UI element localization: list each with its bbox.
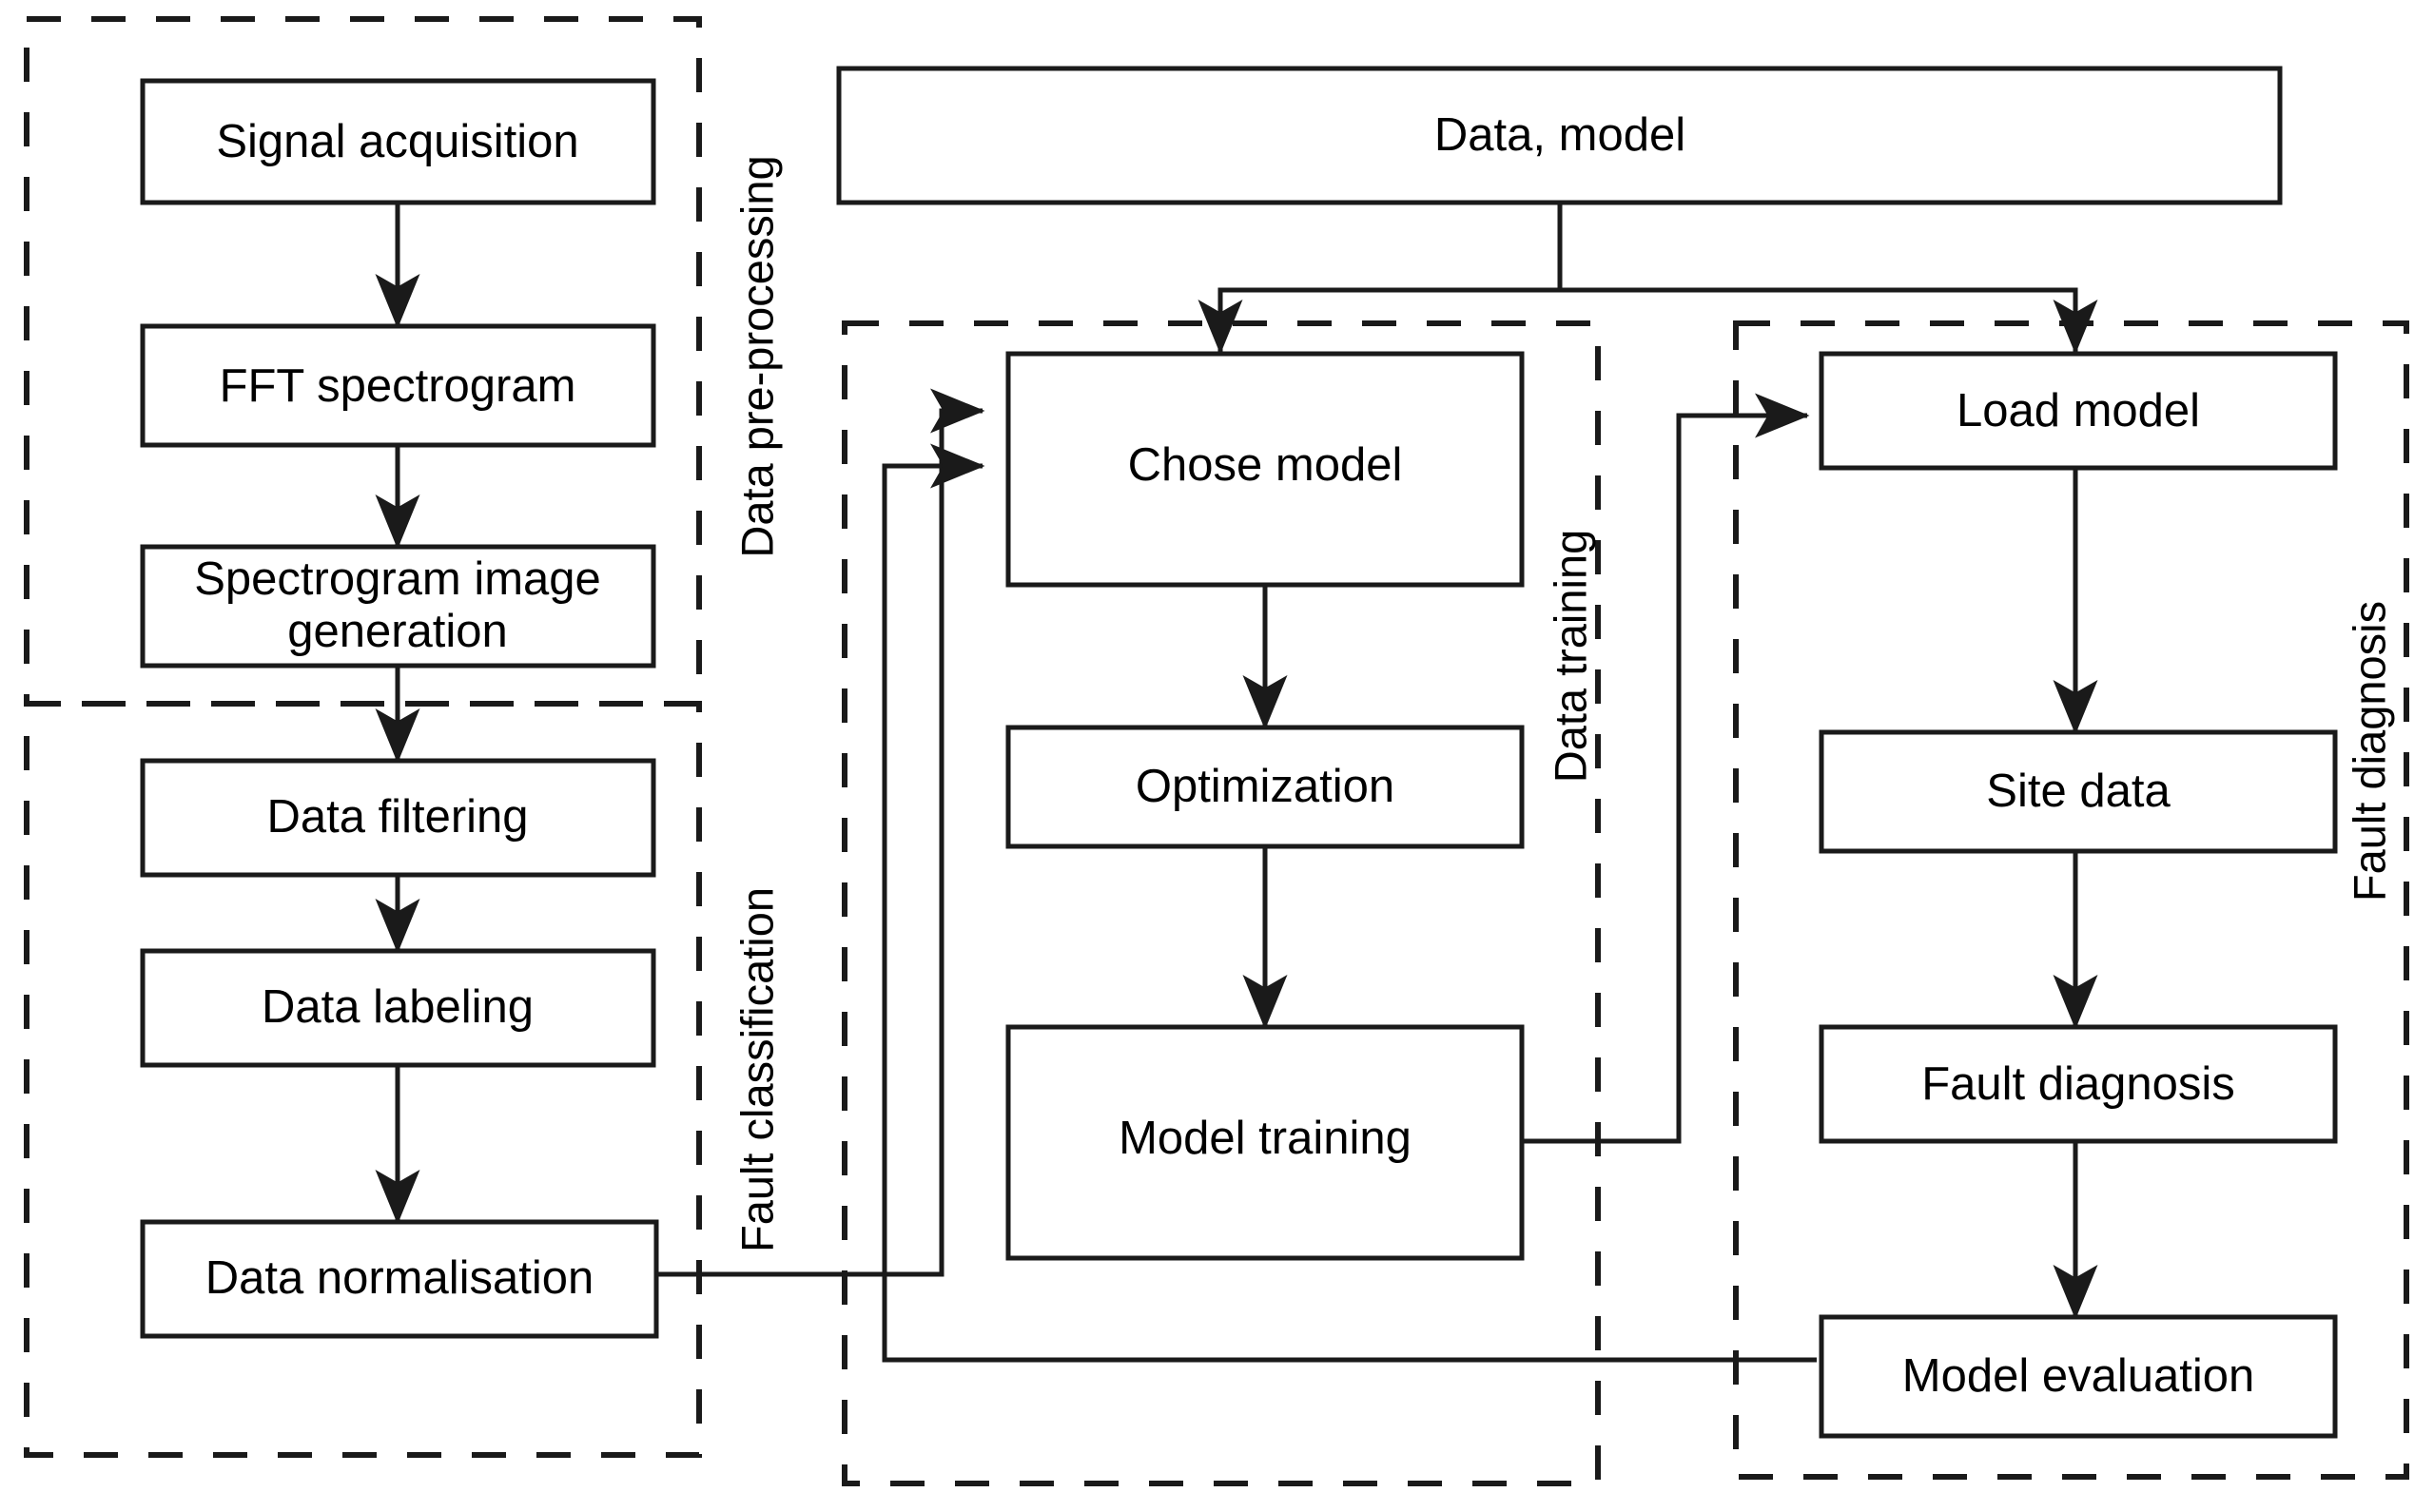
edge-model-training-to-load-model	[1517, 393, 1810, 1144]
node-data-labeling[interactable]: Data labeling	[140, 948, 656, 1068]
node-model-training[interactable]: Model training	[1005, 1024, 1525, 1261]
node-label-chose-model: Chose model	[1128, 439, 1403, 491]
node-box[interactable]	[140, 544, 656, 669]
node-label-spectrogram-image-line2: generation	[287, 606, 508, 657]
node-data-model[interactable]: Data, model	[836, 66, 2283, 205]
node-box[interactable]	[140, 758, 656, 878]
node-box[interactable]	[1819, 729, 2338, 854]
node-label-data-normalisation: Data normalisation	[205, 1252, 594, 1304]
node-site-data[interactable]: Site data	[1819, 729, 2338, 854]
node-label-model-evaluation: Model evaluation	[1902, 1350, 2254, 1402]
edge-normalisation-to-chose-model	[656, 388, 985, 1277]
node-label-model-training: Model training	[1119, 1113, 1412, 1164]
node-box[interactable]	[1005, 725, 1525, 849]
node-box[interactable]	[1005, 1024, 1525, 1261]
group-label-data-pre-processing: Data pre-processing	[731, 155, 782, 557]
group-label-text: Fault diagnosis	[2344, 601, 2394, 901]
node-data-filtering[interactable]: Data filtering	[140, 758, 656, 878]
node-box[interactable]	[140, 323, 656, 448]
edge-data-model-to-chose-model	[1198, 203, 1563, 355]
node-box[interactable]	[140, 948, 656, 1068]
node-load-model[interactable]: Load model	[1819, 351, 2338, 471]
group-data-training	[842, 320, 1601, 1486]
node-box[interactable]	[140, 1219, 659, 1339]
node-label-load-model: Load model	[1957, 385, 2200, 436]
node-spectrogram-image-generation[interactable]: Spectrogram image generation	[140, 544, 656, 669]
node-label-fft-spectrogram: FFT spectrogram	[220, 360, 576, 412]
node-box[interactable]	[140, 78, 656, 205]
group-label-fault-classification: Fault classification	[731, 887, 782, 1252]
node-model-evaluation[interactable]: Model evaluation	[1819, 1314, 2338, 1439]
node-box[interactable]	[1819, 1314, 2338, 1439]
node-label-fault-diagnosis: Fault diagnosis	[1921, 1058, 2235, 1110]
group-label-data-training: Data training	[1545, 530, 1595, 784]
node-signal-acquisition[interactable]: Signal acquisition	[140, 78, 656, 205]
node-label-signal-acquisition: Signal acquisition	[216, 116, 578, 167]
node-box[interactable]	[1819, 351, 2338, 471]
group-label-fault-diagnosis: Fault diagnosis	[2344, 601, 2394, 901]
node-label-site-data: Site data	[1986, 766, 2171, 817]
node-data-normalisation[interactable]: Data normalisation	[140, 1219, 659, 1339]
node-box[interactable]	[1005, 351, 1525, 588]
group-label-text: Fault classification	[731, 887, 782, 1252]
node-box[interactable]	[836, 66, 2283, 205]
node-box[interactable]	[1819, 1024, 2338, 1144]
group-label-text: Data pre-processing	[731, 155, 782, 557]
node-fft-spectrogram[interactable]: FFT spectrogram	[140, 323, 656, 448]
edge-model-evaluation-to-chose-model	[882, 443, 1817, 1363]
node-fault-diagnosis[interactable]: Fault diagnosis	[1819, 1024, 2338, 1144]
node-label-data-model: Data, model	[1434, 109, 1685, 161]
group-fault-classification	[24, 701, 702, 1458]
group-fault-diagnosis	[1733, 320, 2409, 1480]
node-chose-model[interactable]: Chose model	[1005, 351, 1525, 588]
node-label-optimization: Optimization	[1136, 761, 1394, 812]
edge-data-model-to-load-model	[1560, 287, 2098, 355]
node-label-spectrogram-image-line1: Spectrogram image	[194, 553, 601, 605]
node-label-data-filtering: Data filtering	[266, 791, 528, 843]
group-label-text: Data training	[1545, 530, 1595, 784]
node-label-data-labeling: Data labeling	[262, 981, 534, 1033]
node-optimization[interactable]: Optimization	[1005, 725, 1525, 849]
